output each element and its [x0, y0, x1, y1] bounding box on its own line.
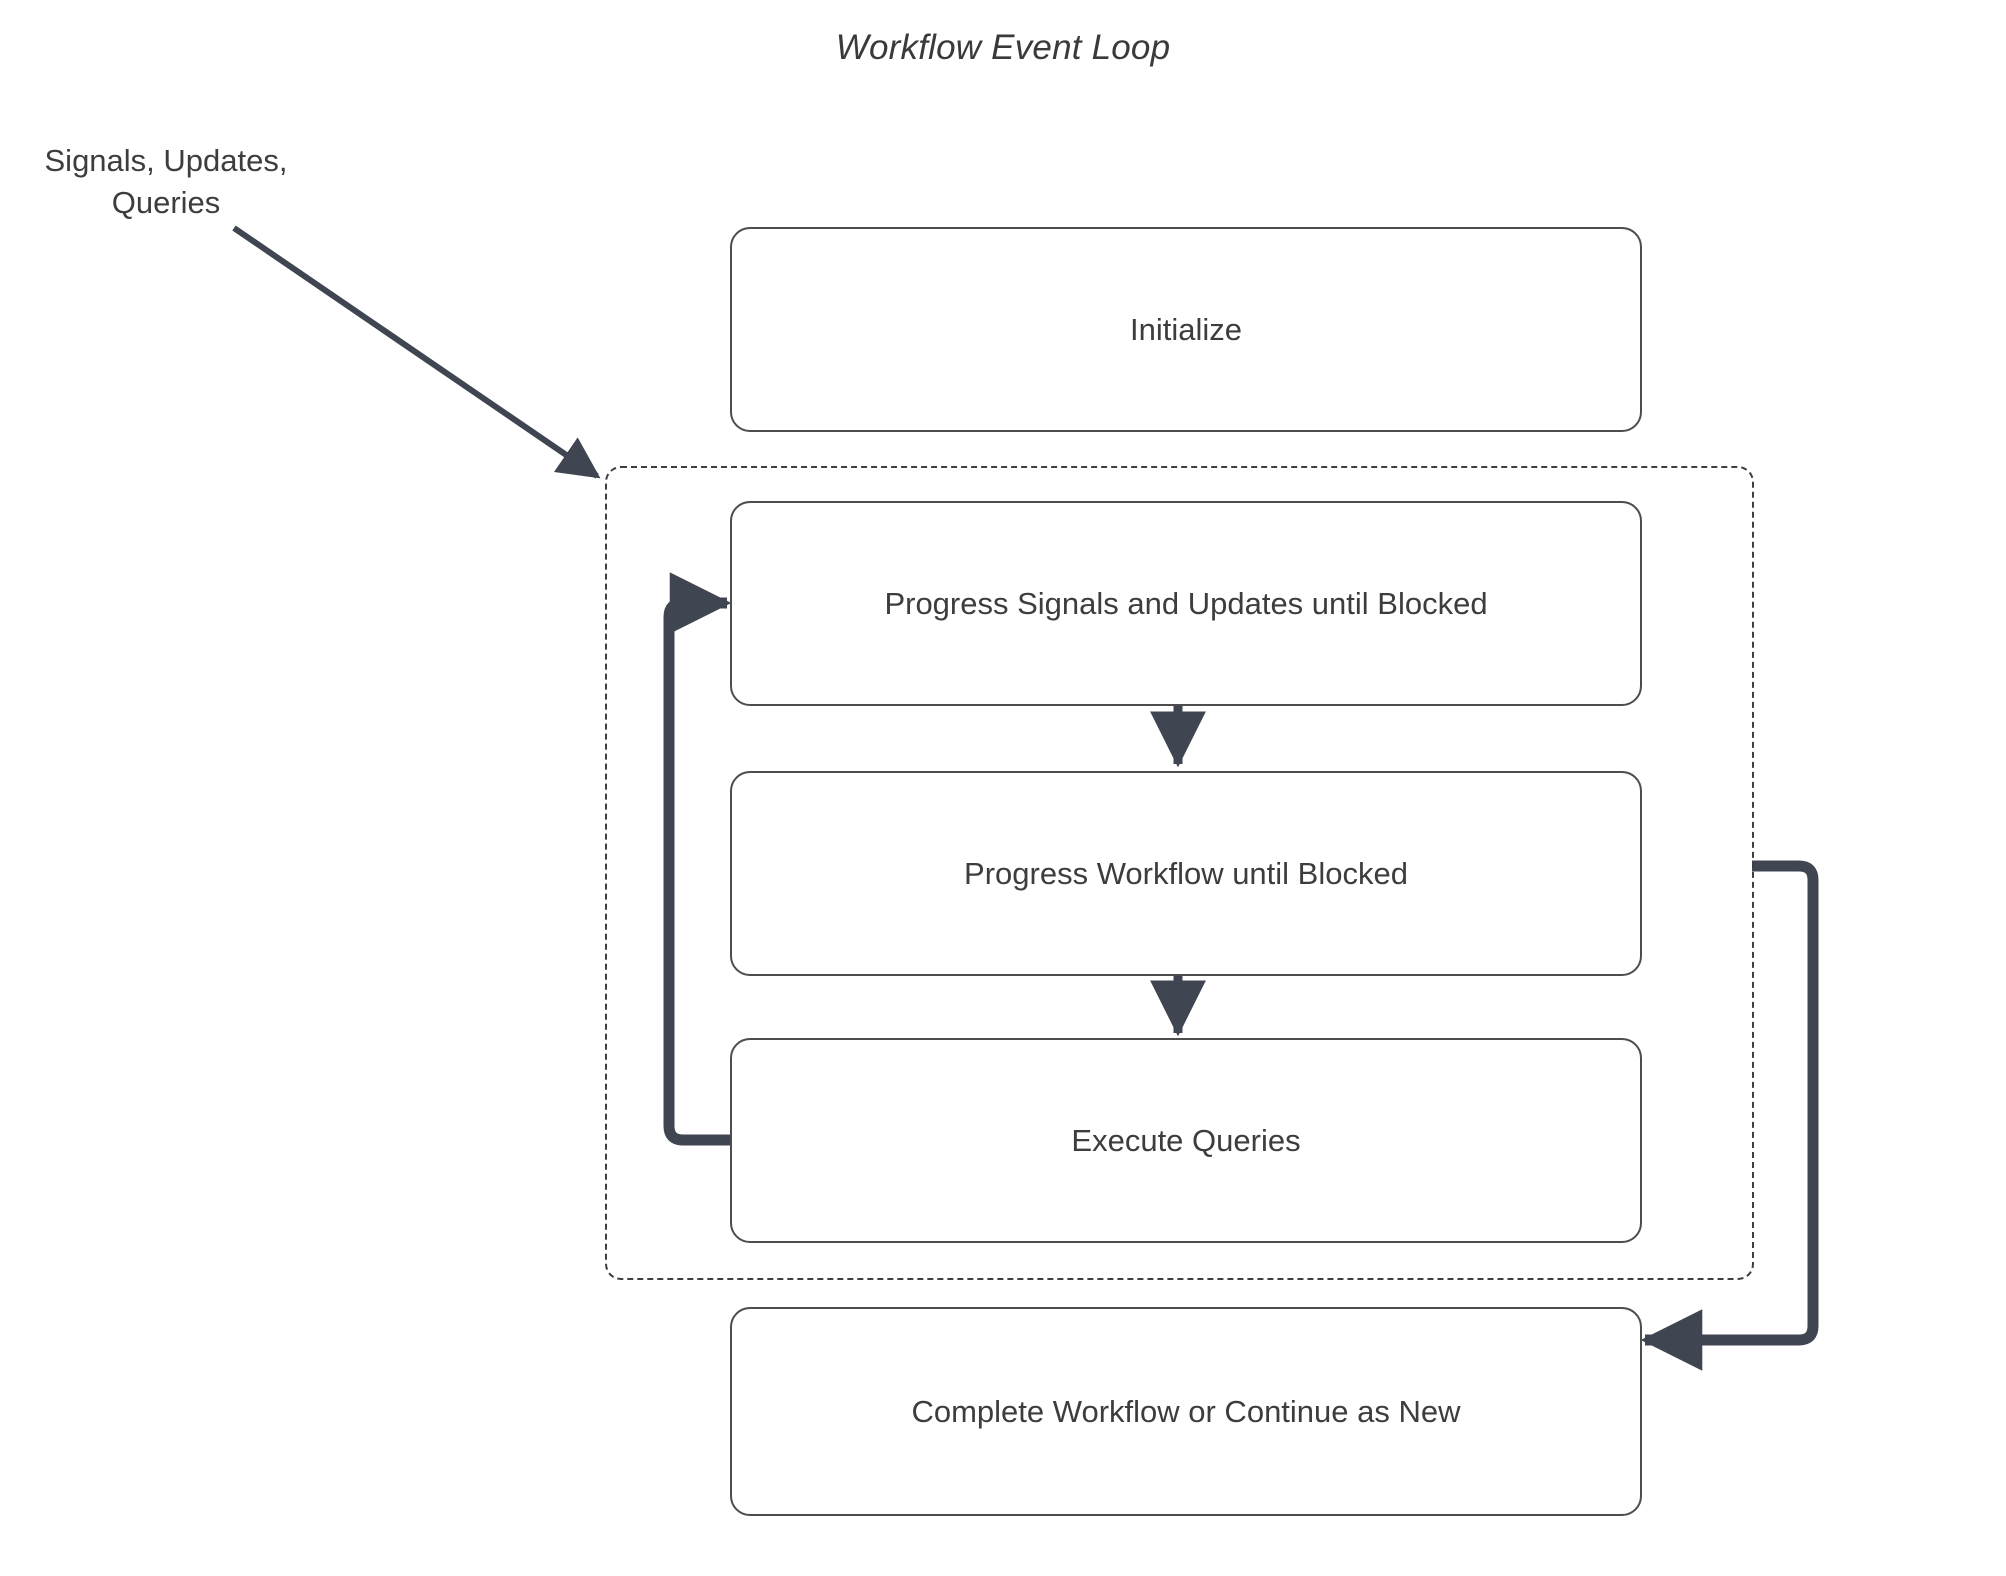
- node-execute-queries[interactable]: Execute Queries: [730, 1038, 1642, 1243]
- node-complete-workflow-label: Complete Workflow or Continue as New: [911, 1393, 1461, 1429]
- node-progress-workflow[interactable]: Progress Workflow until Blocked: [730, 771, 1642, 976]
- edge-loop-to-complete: [1640, 860, 1819, 1371]
- edge-queries-back-to-signals: [663, 572, 732, 1146]
- node-progress-workflow-label: Progress Workflow until Blocked: [964, 855, 1408, 891]
- node-initialize-label: Initialize: [1130, 311, 1242, 347]
- node-progress-signals-updates-label: Progress Signals and Updates until Block…: [884, 585, 1488, 621]
- node-progress-signals-updates[interactable]: Progress Signals and Updates until Block…: [730, 501, 1642, 706]
- node-execute-queries-label: Execute Queries: [1071, 1122, 1301, 1158]
- external-input-label: Signals, Updates, Queries: [44, 143, 288, 220]
- edge-signals-to-loop: [232, 225, 601, 479]
- page-title: Workflow Event Loop: [835, 28, 1171, 67]
- node-complete-workflow[interactable]: Complete Workflow or Continue as New: [730, 1307, 1642, 1516]
- node-initialize[interactable]: Initialize: [730, 227, 1642, 432]
